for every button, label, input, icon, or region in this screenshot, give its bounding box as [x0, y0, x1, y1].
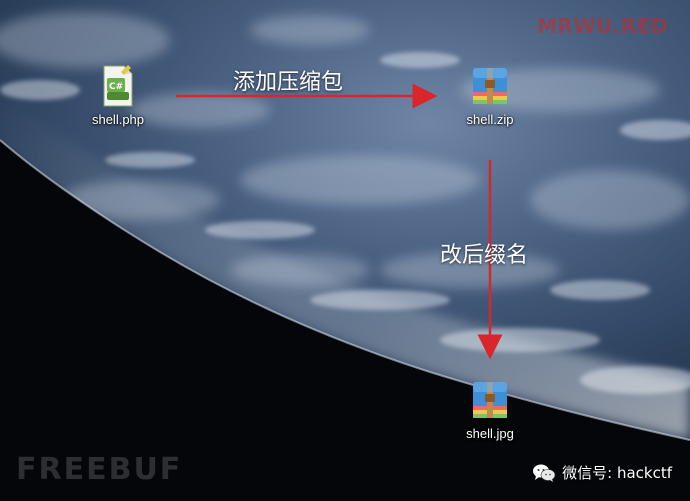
compressed-archive-icon: [473, 68, 507, 104]
wechat-icon: [533, 464, 556, 482]
wechat-account-badge: 微信号: hackctf: [532, 462, 672, 483]
desktop-icon-shell-jpg[interactable]: shell.jpg: [450, 376, 530, 441]
php-script-file-icon: C#: [103, 65, 133, 107]
compressed-archive-icon: [473, 382, 507, 418]
annotation-rename-extension: 改后缀名: [440, 243, 529, 268]
wechat-account-text: 微信号: hackctf: [562, 464, 672, 482]
desktop-icon-shell-php[interactable]: C# shell.php: [78, 62, 158, 127]
desktop-icon-shell-zip[interactable]: shell.zip: [450, 62, 530, 127]
desktop-icon-label: shell.zip: [466, 112, 514, 127]
svg-text:C#: C#: [109, 82, 123, 92]
watermark-mrwu: MRWU.RED: [537, 14, 668, 38]
annotation-add-archive: 添加压缩包: [233, 70, 344, 95]
watermark-freebuf: FREEBUF: [16, 452, 183, 487]
desktop-icon-label: shell.php: [91, 112, 145, 127]
desktop-icon-label: shell.jpg: [466, 426, 514, 441]
